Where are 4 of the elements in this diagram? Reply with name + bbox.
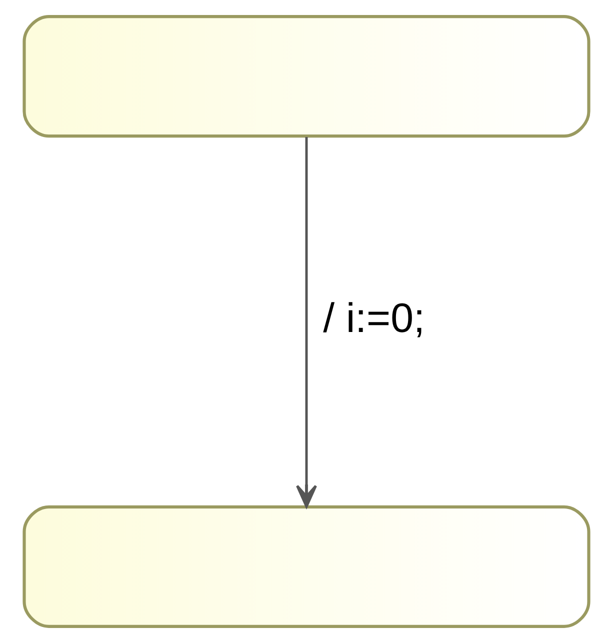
- edge-label: / i:=0;: [323, 294, 425, 341]
- node-box: [22, 505, 590, 628]
- arrow: [296, 137, 317, 508]
- node-box: [22, 15, 590, 138]
